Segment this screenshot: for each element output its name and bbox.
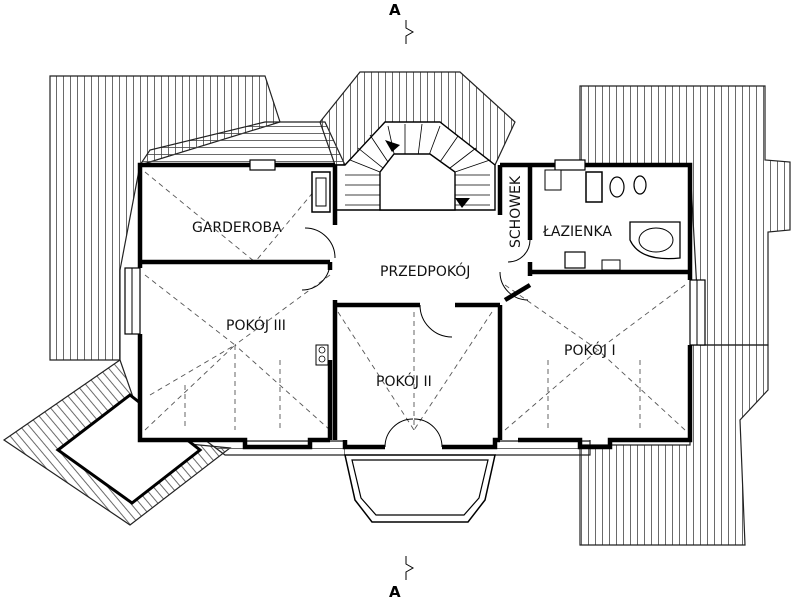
room-label-przedpokoj: PRZEDPOKÓJ [380,262,470,280]
staircase [334,121,496,211]
fixtures [311,169,681,366]
room-label-garderoba: GARDEROBA [192,220,282,236]
doors [301,227,531,448]
stair-arrow-down-icon [455,198,470,208]
room-label-pokoj-1: POKÓJ I [564,341,616,359]
stair-arrow-icon [385,140,400,152]
section-label-top: A [389,1,401,19]
wing-valley [55,393,203,505]
toilet-icon [609,176,625,198]
room-label-pokoj-2: POKÓJ II [376,372,432,390]
roof-left [49,75,281,361]
roof-bottom-right [579,344,769,546]
room-label-pokoj-3: POKÓJ III [226,316,286,334]
section-mark-bottom: A [389,556,415,600]
room-label-schowek: SCHOWEK [508,175,524,248]
room-label-lazienka: ŁAZIENKA [542,224,612,240]
section-mark-top: A [389,1,415,44]
walls [137,162,693,450]
windows [124,159,706,346]
section-label-bottom: A [389,583,401,600]
bidet-icon [633,175,647,195]
interior-floor [140,122,698,455]
sink-icon [564,251,586,269]
bay-window [344,454,496,523]
